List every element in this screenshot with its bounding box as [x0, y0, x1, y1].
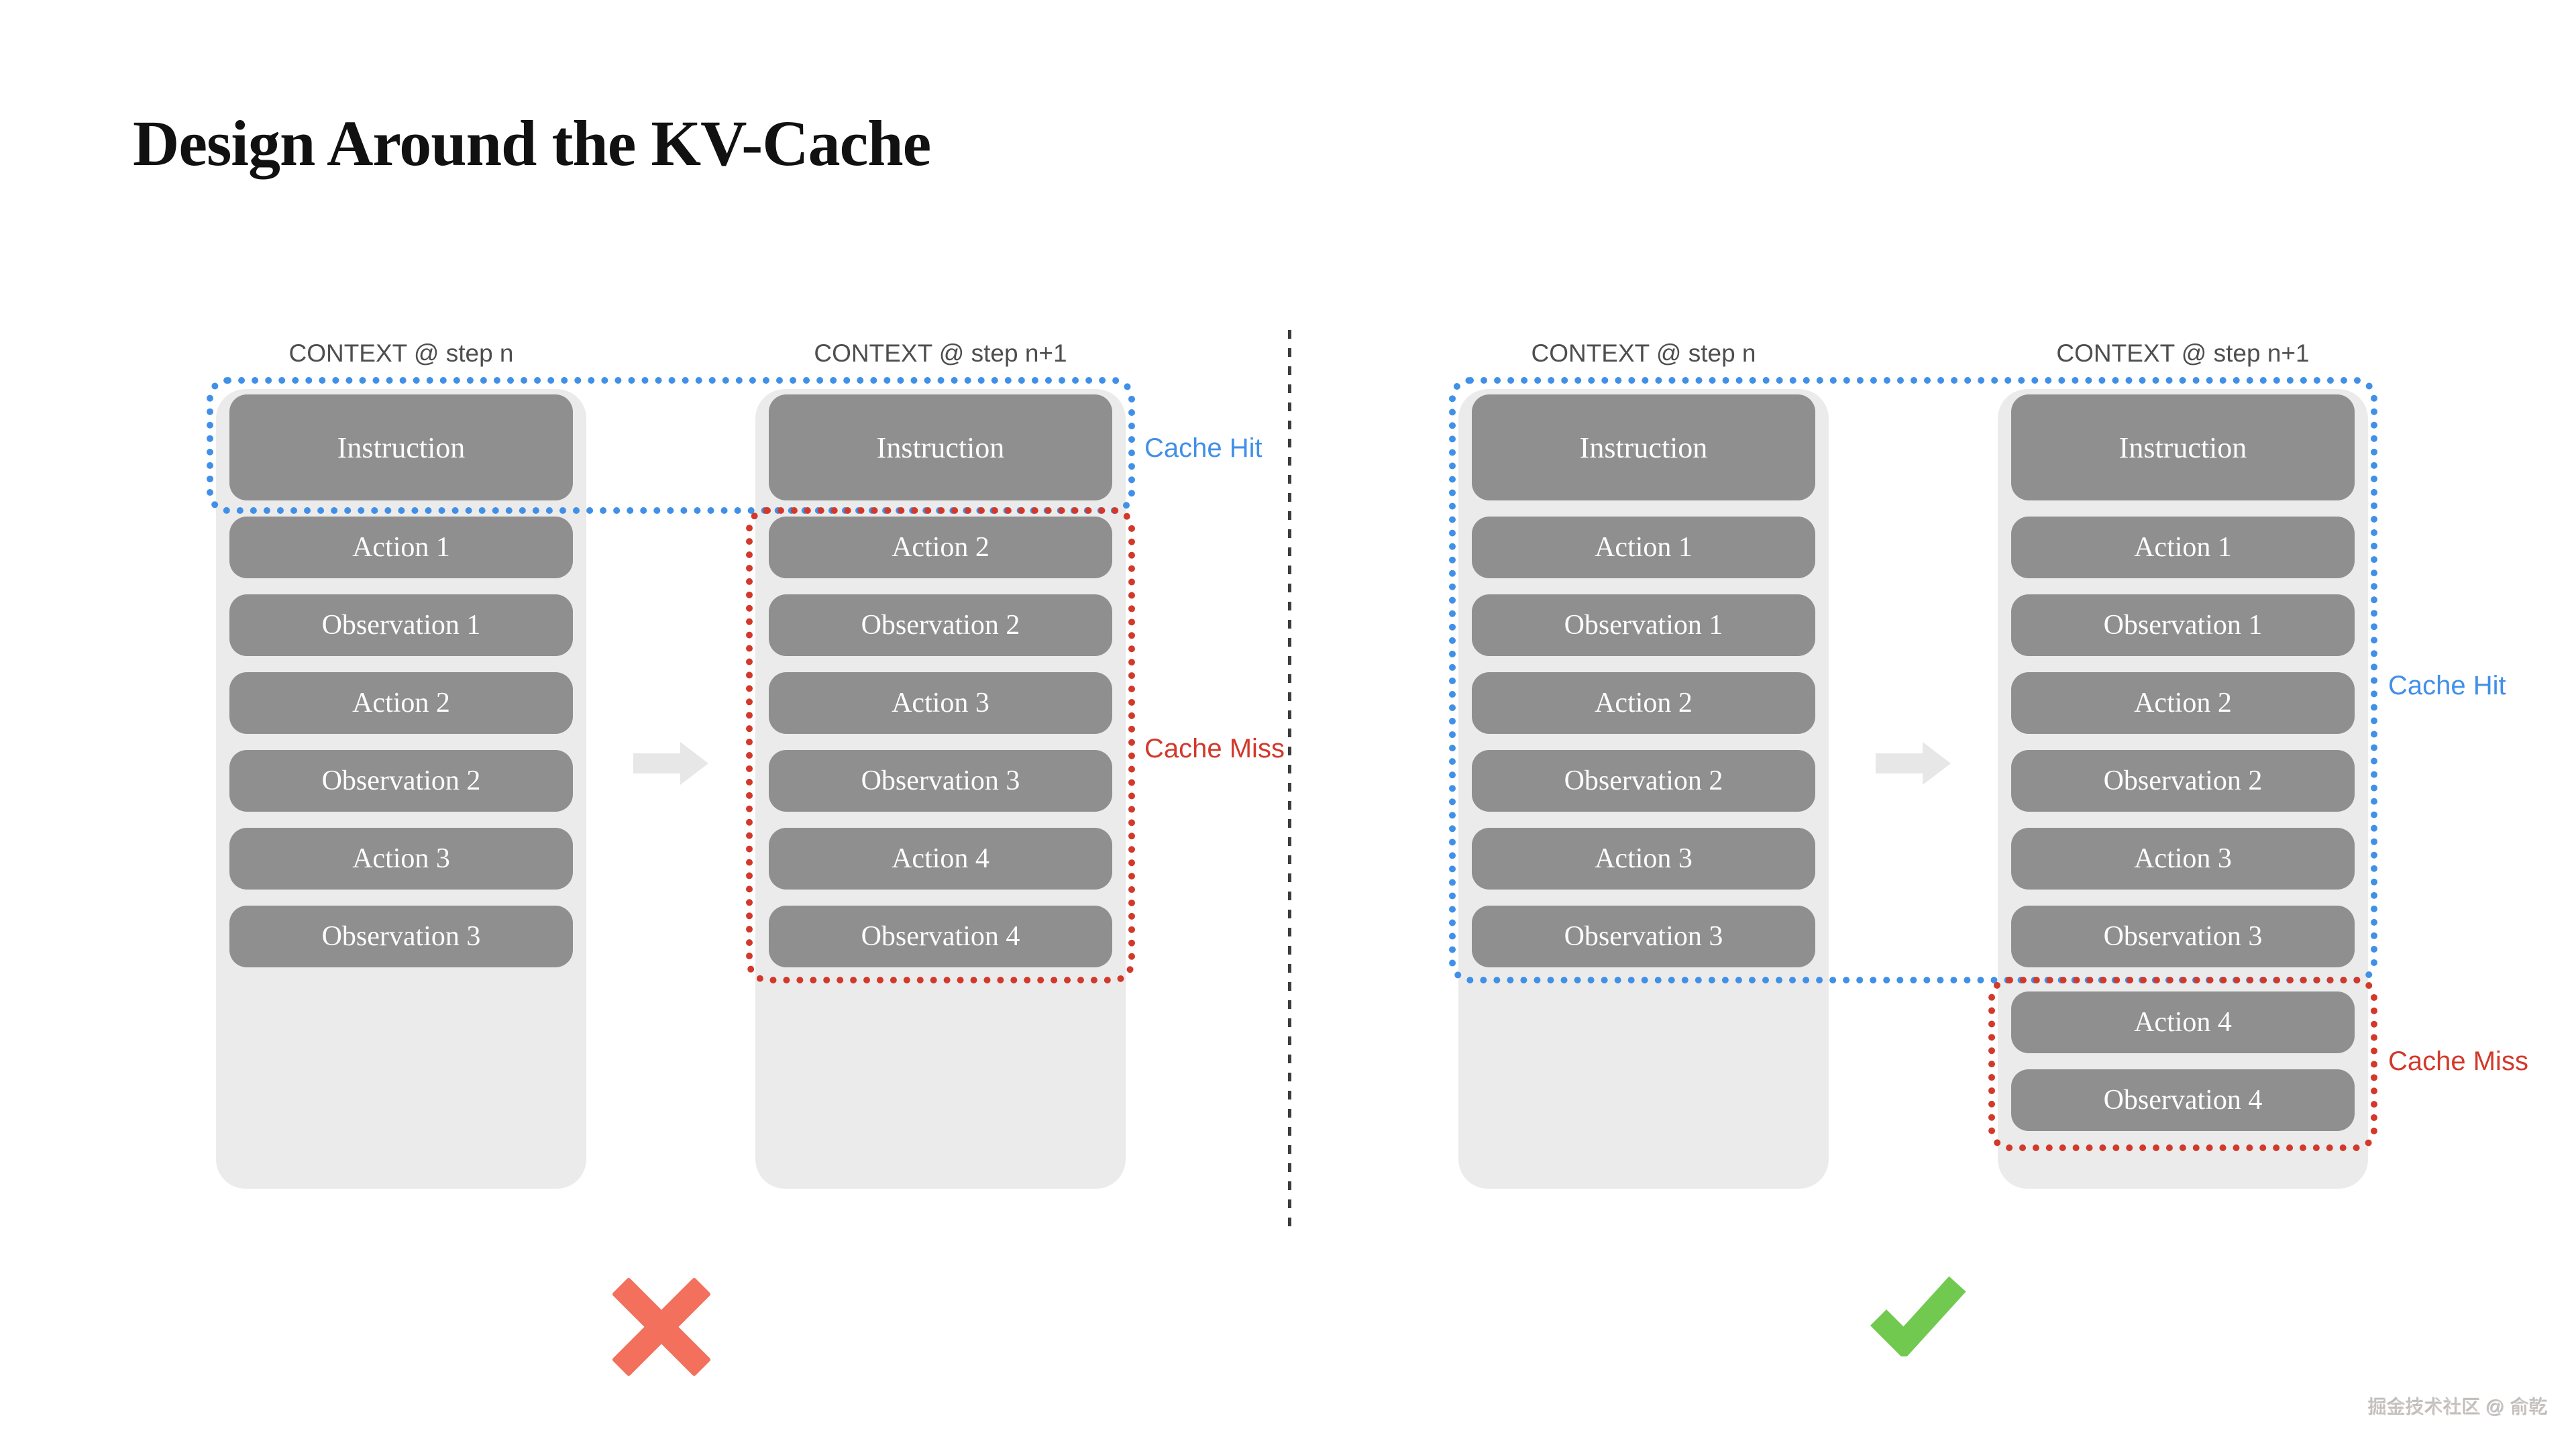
context-box: Observation 3: [769, 750, 1112, 812]
context-box: Action 1: [229, 517, 573, 578]
context-box: Action 3: [2011, 828, 2355, 890]
context-panel-step-n1: Instruction Action 2 Observation 2 Actio…: [755, 389, 1126, 1189]
context-box: Observation 1: [1472, 594, 1815, 656]
watermark: 掘金技术社区 @ 俞乾: [2368, 1397, 2548, 1417]
context-box: Action 1: [1472, 517, 1815, 578]
context-box: Action 4: [2011, 991, 2355, 1053]
cache-miss-label: Cache Miss: [1144, 734, 1285, 763]
cache-miss-outline: [746, 507, 1135, 983]
cache-hit-outline: [1449, 377, 2377, 983]
context-box: Action 2: [2011, 672, 2355, 734]
context-box: Instruction: [2011, 394, 2355, 500]
context-step-n1-header: CONTEXT @ step n+1: [2056, 339, 2310, 367]
context-box: Action 4: [769, 828, 1112, 890]
cache-hit-label: Cache Hit: [2388, 671, 2506, 700]
check-icon: [1870, 1276, 1966, 1356]
context-box: Observation 2: [1472, 750, 1815, 812]
context-box: Observation 3: [229, 906, 573, 967]
context-box: Observation 3: [2011, 906, 2355, 967]
context-box: Instruction: [769, 394, 1112, 500]
arrow-right-icon: [633, 742, 708, 785]
cache-hit-label: Cache Hit: [1144, 433, 1263, 463]
vertical-divider: [1288, 330, 1291, 1233]
context-box: Action 3: [229, 828, 573, 890]
context-panel-step-n1: Instruction Action 1 Observation 1 Actio…: [1998, 389, 2368, 1189]
context-box: Observation 4: [769, 906, 1112, 967]
context-box: Observation 1: [229, 594, 573, 656]
context-box: Observation 3: [1472, 906, 1815, 967]
context-box: Action 3: [1472, 828, 1815, 890]
context-box: Action 2: [229, 672, 573, 734]
context-box: Action 3: [769, 672, 1112, 734]
context-panel-step-n: Instruction Action 1 Observation 1 Actio…: [1458, 389, 1829, 1189]
context-box: Action 1: [2011, 517, 2355, 578]
cache-hit-outline: [207, 377, 1135, 514]
context-step-n1-header: CONTEXT @ step n+1: [814, 339, 1067, 367]
context-box: Action 2: [1472, 672, 1815, 734]
context-box: Instruction: [229, 394, 573, 500]
context-box: Action 2: [769, 517, 1112, 578]
arrow-right-icon: [1876, 742, 1951, 785]
cross-icon: [608, 1273, 715, 1381]
page-title: Design Around the KV-Cache: [133, 107, 931, 179]
context-box: Observation 2: [2011, 750, 2355, 812]
context-step-n-header: CONTEXT @ step n: [1531, 339, 1756, 367]
context-box: Observation 2: [229, 750, 573, 812]
context-box: Instruction: [1472, 394, 1815, 500]
context-box: Observation 1: [2011, 594, 2355, 656]
context-box: Observation 4: [2011, 1069, 2355, 1131]
cache-miss-outline: [1988, 977, 2377, 1151]
cache-miss-label: Cache Miss: [2388, 1046, 2528, 1076]
context-step-n-header: CONTEXT @ step n: [288, 339, 514, 367]
context-box: Observation 2: [769, 594, 1112, 656]
context-panel-step-n: Instruction Action 1 Observation 1 Actio…: [216, 389, 586, 1189]
